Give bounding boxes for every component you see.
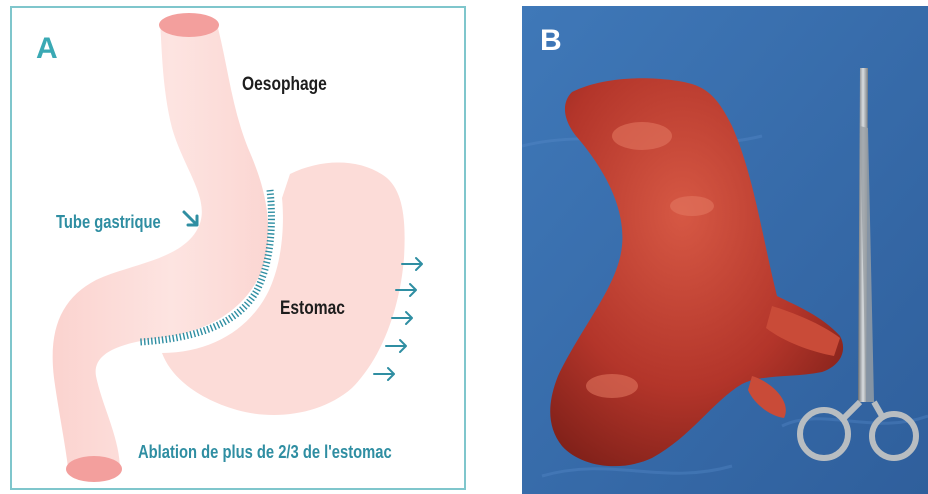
specimen-illustration bbox=[522, 6, 928, 494]
label-ablation-caption: Ablation de plus de 2/3 de l'estomac bbox=[138, 442, 392, 463]
arrow-down-right-icon bbox=[184, 212, 197, 225]
label-estomac: Estomac bbox=[280, 298, 345, 320]
stomach-illustration bbox=[12, 8, 464, 488]
label-tube-gastrique: Tube gastrique bbox=[56, 212, 161, 233]
oesophagus-opening bbox=[159, 13, 219, 37]
duodenum-opening bbox=[66, 456, 122, 482]
panel-letter-a: A bbox=[36, 34, 58, 64]
label-oesophage: Oesophage bbox=[242, 74, 327, 96]
panel-letter-b: B bbox=[540, 26, 562, 56]
specimen-photo-panel-b: B bbox=[522, 6, 928, 494]
diagram-panel-a: A Oesophage Tube gastrique Estomac Ablat… bbox=[10, 6, 466, 490]
